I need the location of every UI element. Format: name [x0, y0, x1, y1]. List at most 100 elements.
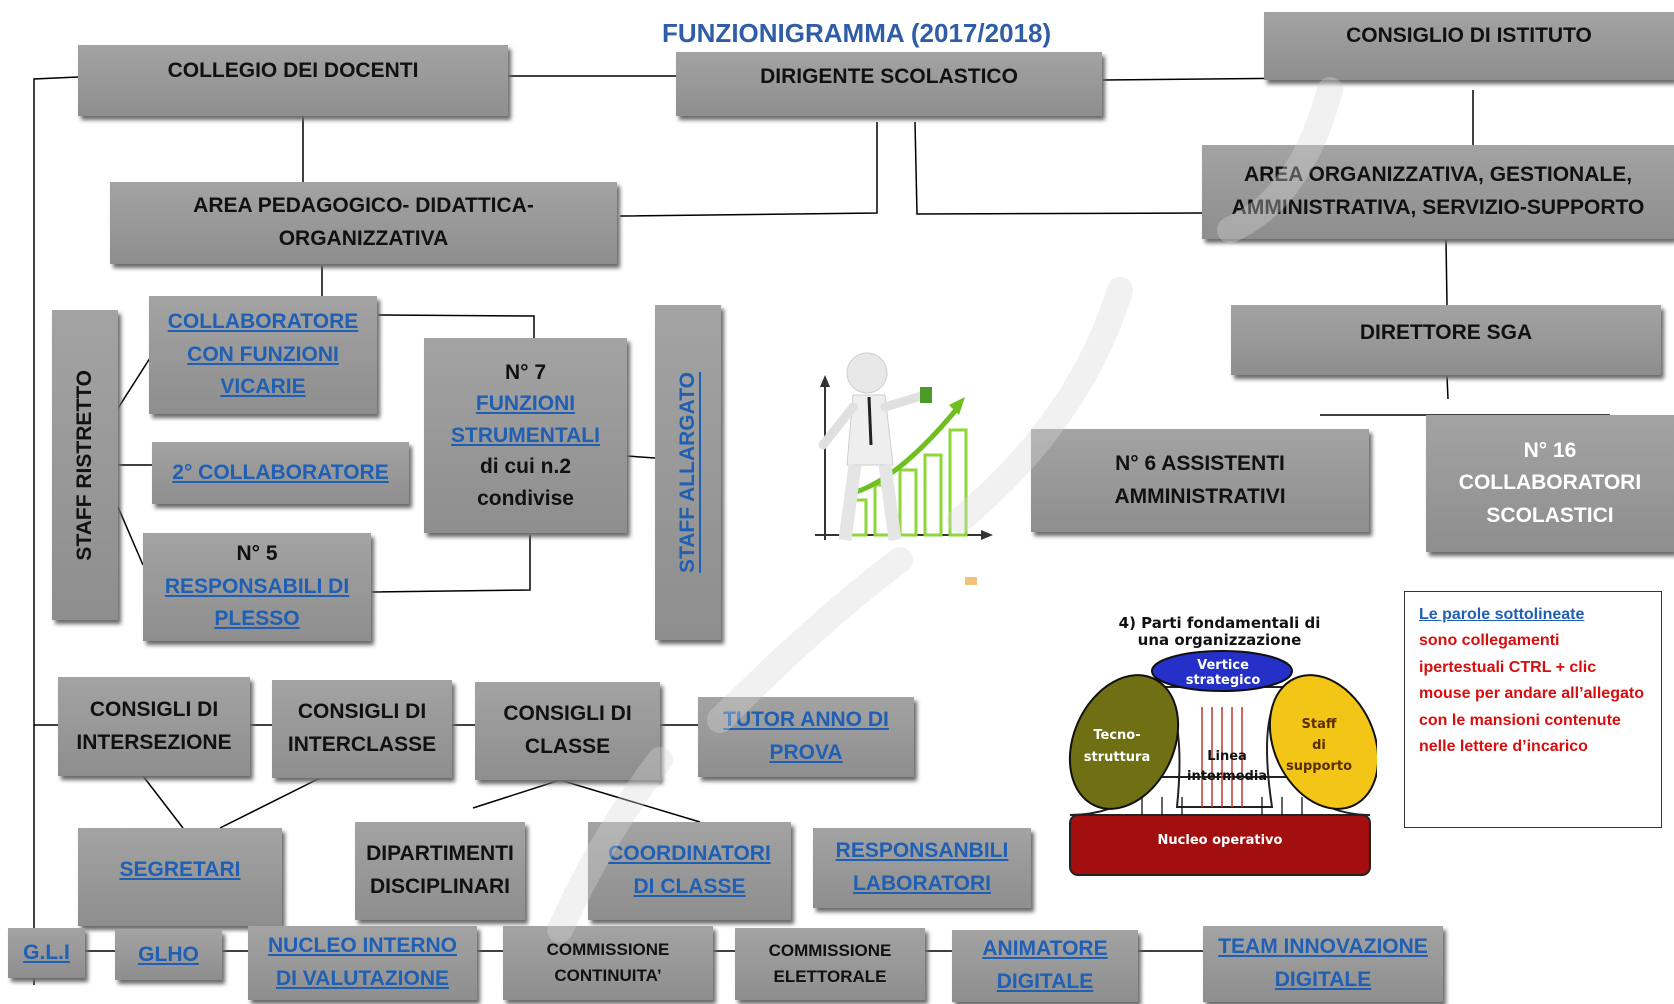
collaboratori-scolastici-line2: COLLABORATORI [1458, 471, 1642, 495]
tecnostruttura-line1: Tecno- [1093, 728, 1141, 743]
hyperlink-note: Le parole sottolineate sono collegamenti… [1404, 591, 1662, 828]
vertice-line1: Vertice [1197, 658, 1249, 673]
funzioni-strumentali-line2[interactable]: FUNZIONI [475, 392, 576, 416]
linea-line2: intermedia [1187, 768, 1268, 784]
collaboratori-scolastici-line1: N° 16 [1523, 438, 1577, 462]
chart-title: FUNZIONIGRAMMA (2017/2018) [662, 18, 1052, 48]
collaboratori-scolastici-box: N° 16 COLLABORATORI SCOLASTICI [1426, 415, 1674, 552]
staff-line1: Staff [1301, 717, 1337, 732]
glho-box[interactable]: GLHO [115, 930, 222, 980]
vertice-line2: strategico [1185, 672, 1261, 688]
consigli-classe-line2: CLASSE [524, 735, 611, 758]
secondo-collaboratore-box[interactable]: 2° COLLABORATORE [152, 442, 409, 504]
collaboratori-scolastici-line3: SCOLASTICI [1486, 503, 1614, 527]
glho-label[interactable]: GLHO [138, 942, 199, 966]
staff-line2: di [1312, 737, 1326, 753]
coordinatori-line2[interactable]: DI CLASSE [633, 875, 746, 898]
consigli-classe-line1: CONSIGLI DI [503, 702, 632, 726]
commissione-continuita-box: COMMISSIONE CONTINUITA’ [503, 926, 713, 1000]
area-pedagogica-line2: ORGANIZZATIVA [278, 227, 449, 250]
consigli-interclasse-line1: CONSIGLI DI [297, 700, 427, 724]
note-link-text[interactable]: Le parole sottolineate [1419, 606, 1585, 623]
dirigente-label: DIRIGENTE SCOLASTICO [760, 64, 1018, 88]
assistenti-line2: AMMINISTRATIVI [1114, 484, 1286, 508]
animatore-digitale-line1[interactable]: ANIMATORE [982, 937, 1108, 961]
staff-ristretto-box: STAFF RISTRETTO [52, 310, 118, 620]
area-pedagogica-line1: AREA PEDAGOGICO- DIDATTICA- [193, 194, 534, 218]
tutor-box[interactable]: TUTOR ANNO DI PROVA [698, 697, 914, 777]
animatore-digitale-box[interactable]: ANIMATORE DIGITALE [952, 930, 1138, 1002]
direttore-sga-label: DIRETTORE SGA [1359, 320, 1533, 344]
collaboratore-vicario-box[interactable]: COLLABORATORE CON FUNZIONI VICARIE [149, 296, 377, 414]
collegio-docenti-label: COLLEGIO DEI DOCENTI [167, 59, 419, 83]
staff-ristretto-label: STAFF RISTRETTO [72, 369, 96, 561]
gli-box[interactable]: G.L.I [8, 928, 85, 978]
commissione-continuita-line2: CONTINUITA’ [554, 966, 662, 985]
staff-allargato-label[interactable]: STAFF ALLARGATO [675, 371, 699, 574]
consiglio-istituto-box: CONSIGLIO DI ISTITUTO [1264, 12, 1674, 80]
funzioni-strumentali-line5: condivise [477, 486, 574, 510]
staff-allargato-box[interactable]: STAFF ALLARGATO [655, 305, 721, 640]
consigli-interclasse-line2: INTERCLASSE [287, 733, 437, 756]
linea-line1: Linea [1207, 749, 1247, 764]
consiglio-istituto-label: CONSIGLIO DI ISTITUTO [1346, 24, 1592, 47]
area-organizzativa-line2: AMMINISTRATIVA, SERVIZIO-SUPPORTO [1231, 196, 1645, 219]
nucleo-operativo-label: Nucleo operativo [1157, 833, 1283, 848]
coordinatori-line1[interactable]: COORDINATORI [608, 842, 771, 866]
responsabili-lab-line2[interactable]: LABORATORI [852, 872, 992, 895]
commissione-elettorale-box: COMMISSIONE ELETTORALE [735, 928, 925, 1000]
consigli-intersezione-box: CONSIGLI DI INTERSEZIONE [58, 677, 250, 776]
team-innovazione-line2[interactable]: DIGITALE [1274, 968, 1372, 991]
responsabili-plesso-line3[interactable]: PLESSO [214, 607, 300, 631]
consigli-intersezione-line2: INTERSEZIONE [76, 730, 232, 754]
secondo-collaboratore-label[interactable]: 2° COLLABORATORE [172, 460, 389, 484]
org-figure-drawing [1068, 650, 1377, 876]
collaboratore-vicario-line1[interactable]: COLLABORATORE [167, 310, 359, 334]
funzioni-strumentali-line1: N° 7 [504, 360, 547, 384]
tutor-line1[interactable]: TUTOR ANNO DI [723, 708, 889, 732]
org-figure-heading-2: una organizzazione [1137, 630, 1302, 649]
staff-line3: supporto [1285, 758, 1353, 774]
funzioni-strumentali-box[interactable]: N° 7 FUNZIONI STRUMENTALI di cui n.2 con… [424, 338, 627, 533]
org-figure-heading-1: 4) Parti fondamentali di [1118, 614, 1321, 632]
funzioni-strumentali-line4: di cui n.2 [479, 455, 571, 479]
businessman-chart-illustration [815, 352, 993, 585]
dipartimenti-line2: DISCIPLINARI [369, 875, 510, 898]
animatore-digitale-line2[interactable]: DIGITALE [996, 970, 1094, 993]
tutor-line2[interactable]: PROVA [769, 741, 843, 764]
assistenti-line1: N° 6 ASSISTENTI [1115, 451, 1285, 475]
team-innovazione-box[interactable]: TEAM INNOVAZIONE DIGITALE [1203, 926, 1443, 1002]
collegio-docenti-box: COLLEGIO DEI DOCENTI [78, 45, 508, 116]
direttore-sga-box: DIRETTORE SGA [1231, 305, 1661, 375]
coordinatori-box[interactable]: COORDINATORI DI CLASSE [588, 822, 791, 920]
dirigente-box: DIRIGENTE SCOLASTICO [676, 52, 1102, 116]
commissione-continuita-line1: COMMISSIONE [546, 939, 670, 959]
responsabili-plesso-line2[interactable]: RESPONSABILI DI [164, 574, 350, 598]
consigli-intersezione-line1: CONSIGLI DI [89, 697, 219, 721]
assistenti-box: N° 6 ASSISTENTI AMMINISTRATIVI [1031, 429, 1369, 532]
dipartimenti-line1: DIPARTIMENTI [366, 842, 514, 866]
responsabili-lab-box[interactable]: RESPONSANBILI LABORATORI [813, 828, 1031, 908]
area-organizzativa-box: AREA ORGANIZZATIVA, GESTIONALE, AMMINIST… [1202, 145, 1674, 239]
team-innovazione-line1[interactable]: TEAM INNOVAZIONE [1218, 935, 1428, 959]
consigli-interclasse-box: CONSIGLI DI INTERCLASSE [272, 680, 452, 778]
responsabili-lab-line1[interactable]: RESPONSANBILI [835, 839, 1009, 863]
area-organizzativa-line1: AREA ORGANIZZATIVA, GESTIONALE, [1243, 163, 1633, 187]
gli-label[interactable]: G.L.I [23, 940, 70, 964]
collaboratore-vicario-line3[interactable]: VICARIE [220, 375, 306, 399]
tecnostruttura-line2: struttura [1083, 750, 1151, 766]
commissione-elettorale-line2: ELETTORALE [773, 967, 887, 986]
area-pedagogica-box: AREA PEDAGOGICO- DIDATTICA- ORGANIZZATIV… [110, 182, 617, 264]
note-body: sono collegamenti ipertestuali CTRL + cl… [1419, 632, 1644, 755]
responsabili-plesso-box[interactable]: N° 5 RESPONSABILI DI PLESSO [143, 533, 371, 641]
funzioni-strumentali-line3[interactable]: STRUMENTALI [451, 423, 600, 447]
collaboratore-vicario-line2[interactable]: CON FUNZIONI [187, 342, 339, 366]
consigli-classe-box: CONSIGLI DI CLASSE [475, 682, 660, 780]
nucleo-valutazione-box[interactable]: NUCLEO INTERNO DI VALUTAZIONE [248, 926, 477, 1000]
nucleo-valutazione-line1[interactable]: NUCLEO INTERNO [268, 934, 457, 958]
segretari-box[interactable]: SEGRETARI [78, 828, 282, 926]
segretari-label[interactable]: SEGRETARI [119, 857, 241, 881]
nucleo-valutazione-line2[interactable]: DI VALUTAZIONE [275, 967, 450, 990]
dipartimenti-box: DIPARTIMENTI DISCIPLINARI [355, 822, 525, 920]
